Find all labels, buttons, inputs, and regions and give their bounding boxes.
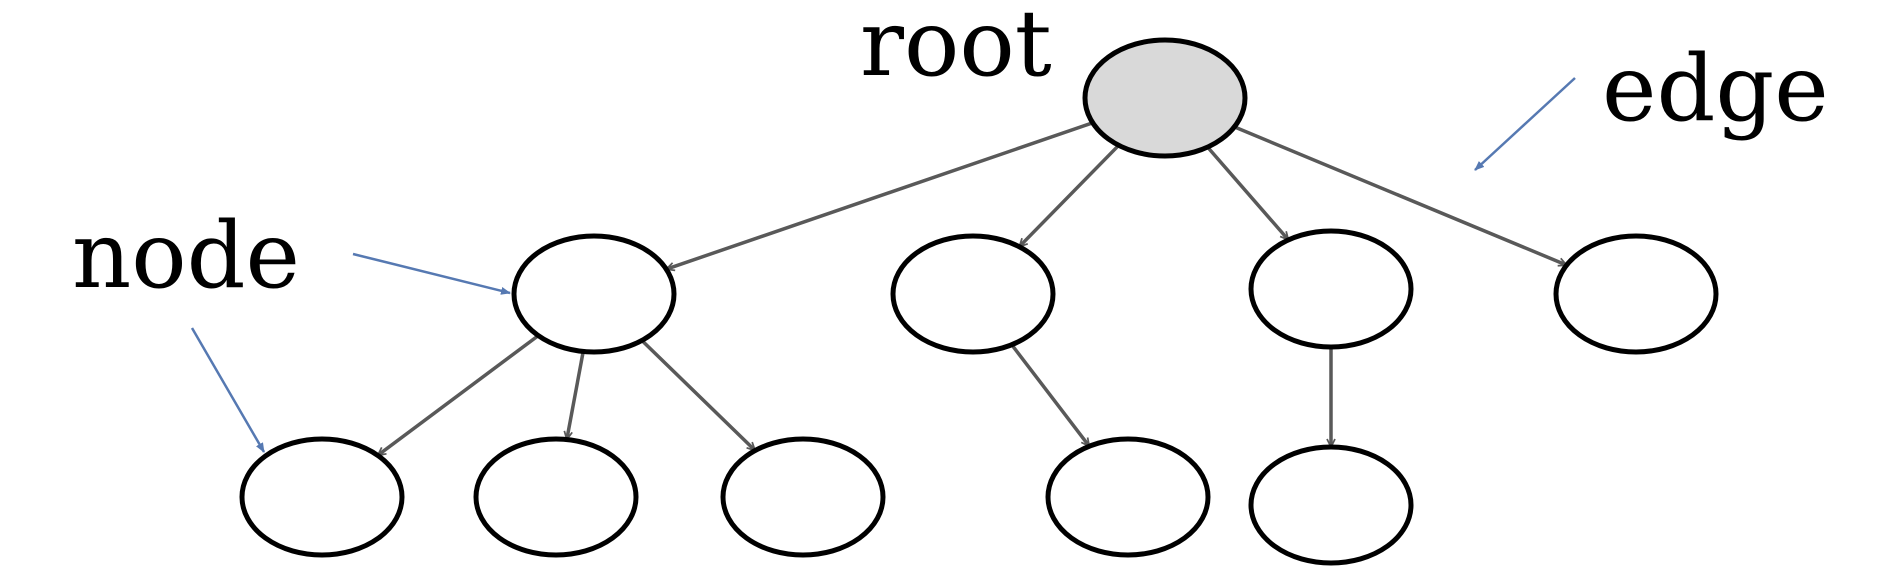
tree-node-n8 (1045, 436, 1211, 558)
tree-node-n6 (473, 436, 639, 558)
edge-n2-n8 (1010, 343, 1091, 447)
tree-node-n4 (1553, 233, 1719, 355)
tree-node-n1 (511, 233, 677, 355)
tree-node-n2 (890, 233, 1056, 355)
edge-n1-n6 (567, 351, 585, 440)
node-label: node (72, 202, 300, 309)
tree-node-n5 (239, 436, 405, 558)
edge-n0-n1 (666, 121, 1094, 269)
edge-n0-n4 (1233, 125, 1566, 267)
callouts-layer (190, 77, 1576, 453)
edge-label: edge (1602, 35, 1829, 142)
tree-node-n7 (720, 436, 886, 558)
tree-root-node (1082, 37, 1248, 159)
edges-layer (378, 121, 1567, 457)
node-callout-arrow-2 (190, 327, 266, 453)
root-label: root (860, 0, 1052, 97)
tree-node-n9 (1248, 444, 1414, 566)
edge-n0-n3 (1206, 145, 1290, 240)
edge-callout-arrow (1474, 77, 1576, 171)
edge-n0-n2 (1019, 144, 1120, 246)
edge-n1-n7 (640, 339, 755, 451)
nodes-layer (239, 37, 1719, 566)
tree-node-n3 (1248, 228, 1414, 350)
edge-n1-n5 (378, 334, 540, 457)
node-callout-arrow-1 (352, 252, 511, 295)
